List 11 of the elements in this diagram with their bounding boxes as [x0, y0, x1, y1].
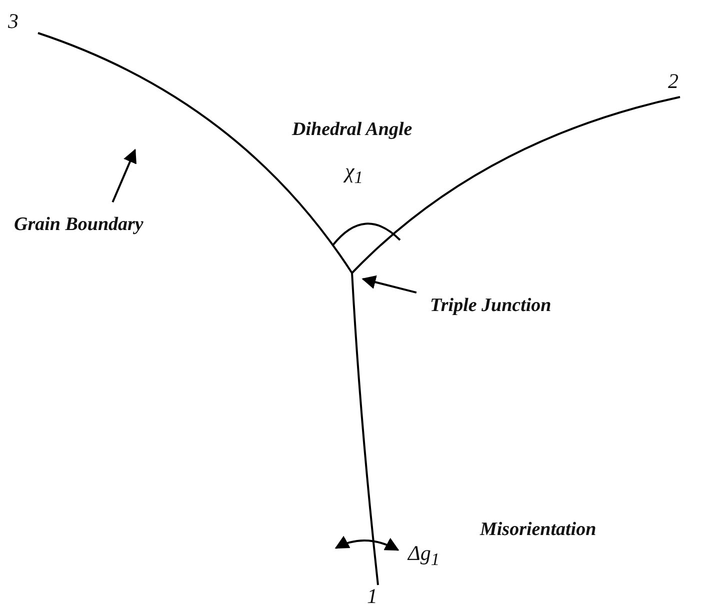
- boundary-number: 1: [367, 585, 378, 605]
- callout-text: Triple Junction: [430, 296, 552, 317]
- leader-arrow: [112, 148, 136, 203]
- callout-text: Grain Boundary: [14, 215, 144, 236]
- quantity-label: Misorientation: [480, 520, 596, 541]
- angle-symbol: χ$_{1}$: [345, 160, 363, 188]
- boundary-number: 2: [668, 70, 678, 94]
- boundary-number: 3: [8, 10, 18, 34]
- misorientation-symbol: Δg$_{1}$: [408, 542, 440, 570]
- leader-arrow: [362, 275, 417, 294]
- angle-label: Dihedral Angle: [292, 120, 412, 141]
